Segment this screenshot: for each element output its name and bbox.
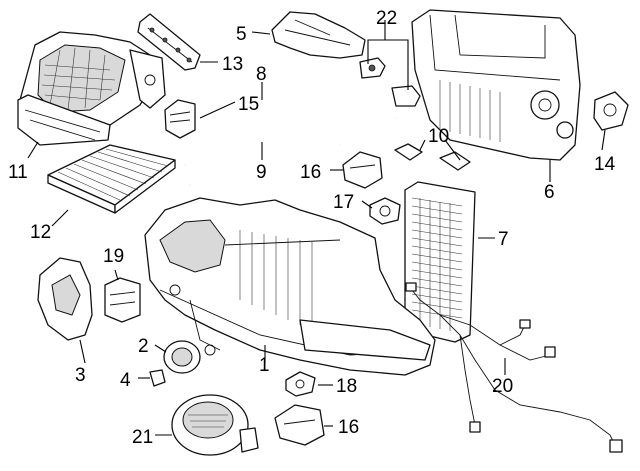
callout-18: 18 <box>336 376 357 397</box>
callout-15: 15 <box>238 94 259 115</box>
callout-2: 2 <box>138 336 149 357</box>
part-18-grommet <box>285 371 316 397</box>
part-8-9-hoses <box>184 93 398 186</box>
callout-17: 17 <box>333 192 354 213</box>
part-2-fan-wheel <box>163 340 201 374</box>
callout-3: 3 <box>75 365 86 386</box>
callout-22: 22 <box>376 8 397 29</box>
part-16-actuator-lower <box>274 404 325 446</box>
part-22-sensors <box>359 57 421 107</box>
callout-12: 12 <box>30 222 51 243</box>
callout-21: 21 <box>132 427 153 448</box>
part-16-actuator-upper <box>342 151 383 189</box>
part-11-intake-housing <box>17 31 166 146</box>
callout-4: 4 <box>120 370 131 391</box>
callout-16-lower: 16 <box>338 417 359 438</box>
callout-13: 13 <box>222 54 243 75</box>
part-10-clips <box>394 143 471 171</box>
callout-6: 6 <box>544 182 555 203</box>
callout-16-upper: 16 <box>300 162 321 183</box>
part-3-blower-housing <box>37 257 93 341</box>
callout-7: 7 <box>498 229 509 250</box>
part-12-cabin-filter <box>47 144 176 214</box>
callout-11: 11 <box>8 162 28 183</box>
leader-lines <box>27 20 606 436</box>
part-19-module <box>104 277 141 323</box>
callout-8: 8 <box>256 64 267 85</box>
part-5-duct <box>271 11 366 59</box>
part-17-grommet <box>369 197 401 225</box>
part-4-bushing <box>149 369 166 387</box>
callout-10: 10 <box>428 126 449 147</box>
callout-9: 9 <box>256 162 267 183</box>
part-20-wiring-harness <box>405 282 623 453</box>
part-21-blower-motor <box>171 394 259 456</box>
part-6-hvac-upper <box>411 9 581 161</box>
part-14-actuator <box>593 91 629 131</box>
callout-5: 5 <box>236 24 247 45</box>
part-13-bracket <box>137 13 201 71</box>
part-15-actuator <box>164 99 196 139</box>
callout-14: 14 <box>594 154 616 175</box>
callout-numbers: 11 12 13 15 5 8 9 22 10 6 14 16 17 7 19 … <box>8 8 616 448</box>
callout-19: 19 <box>103 246 124 267</box>
callout-1: 1 <box>259 355 270 376</box>
part-1-hvac-case <box>144 197 436 376</box>
callout-20: 20 <box>492 376 513 397</box>
